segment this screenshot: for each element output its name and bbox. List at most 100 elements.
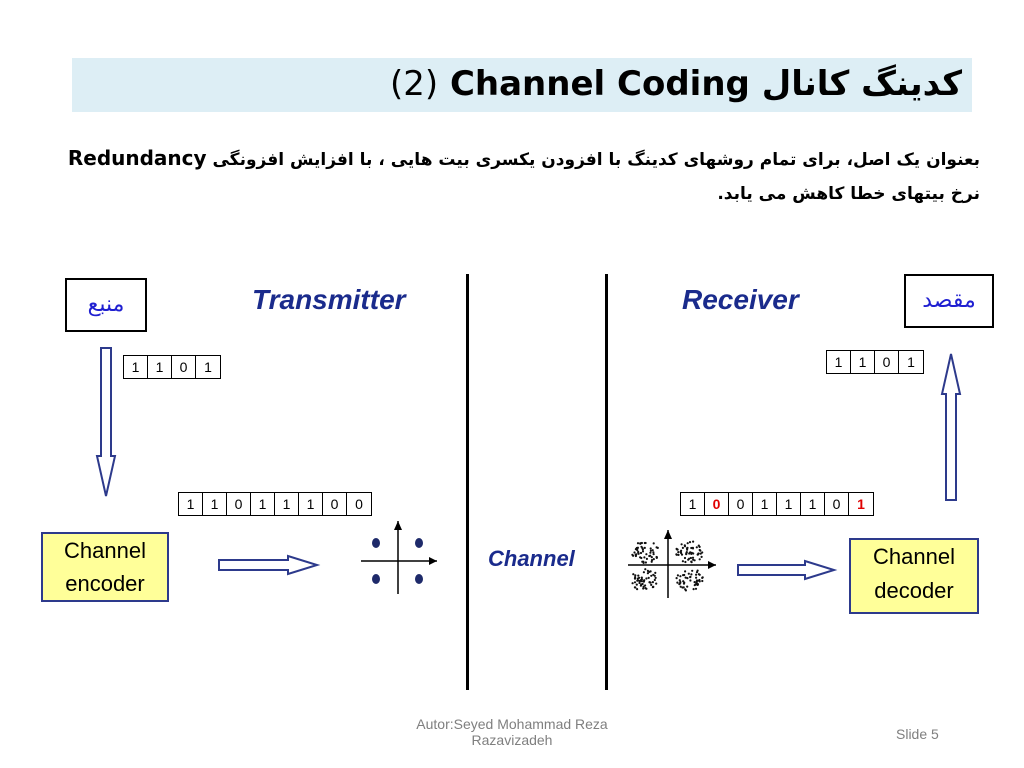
bit-cell: 1 bbox=[251, 493, 275, 515]
noise-point bbox=[655, 556, 658, 560]
noise-point bbox=[650, 556, 653, 559]
noise-point bbox=[647, 576, 650, 580]
title-persian: کدینگ کانال bbox=[761, 64, 962, 104]
noise-point bbox=[684, 570, 687, 573]
noise-point bbox=[681, 560, 685, 563]
noise-point bbox=[679, 550, 682, 554]
noise-point bbox=[693, 581, 696, 584]
noise-point bbox=[648, 554, 651, 558]
noise-point bbox=[698, 548, 701, 552]
noise-point bbox=[677, 553, 680, 557]
noise-point bbox=[682, 582, 686, 585]
noise-point bbox=[683, 545, 687, 548]
noise-point bbox=[642, 561, 645, 565]
noise-point bbox=[652, 558, 655, 561]
decoder-label-line-2: decoder bbox=[874, 578, 954, 603]
noise-point bbox=[644, 587, 647, 590]
source-box: منبع bbox=[65, 278, 147, 332]
bit-cell: 1 bbox=[203, 493, 227, 515]
transmitter-heading: Transmitter bbox=[252, 284, 406, 315]
title-number: (2) bbox=[389, 64, 439, 104]
noise-point bbox=[640, 556, 643, 560]
channel-right-boundary bbox=[605, 274, 608, 690]
noise-point bbox=[633, 551, 636, 554]
noise-point bbox=[687, 572, 690, 575]
bit-cell: 1 bbox=[681, 493, 705, 515]
noise-point bbox=[651, 585, 655, 589]
noise-point bbox=[676, 581, 679, 584]
noise-point bbox=[691, 569, 694, 572]
channel-heading: Channel bbox=[488, 546, 575, 571]
noise-point bbox=[695, 546, 698, 549]
noise-point bbox=[638, 581, 641, 585]
noise-point bbox=[684, 576, 687, 579]
noise-point bbox=[675, 577, 678, 580]
source-label: منبع bbox=[87, 292, 125, 317]
noise-point bbox=[679, 575, 682, 578]
noise-point bbox=[690, 560, 693, 563]
noise-point bbox=[692, 588, 695, 591]
noise-point bbox=[633, 577, 637, 580]
noise-point bbox=[681, 546, 685, 550]
noise-point bbox=[640, 541, 644, 545]
body-line-1: بعنوان یک اصل، برای تمام روشهای کدینگ با… bbox=[68, 146, 980, 170]
bit-cell: 0 bbox=[227, 493, 251, 515]
noise-point bbox=[643, 541, 646, 545]
noise-point bbox=[649, 551, 652, 554]
noise-point bbox=[636, 549, 639, 552]
bit-cell: 0 bbox=[323, 493, 347, 515]
encoder-label-line-1: Channel bbox=[64, 538, 146, 563]
noise-point bbox=[689, 579, 692, 582]
noise-point bbox=[650, 574, 653, 577]
received-constellation-icon bbox=[628, 530, 716, 598]
encoder-label-line-2: encoder bbox=[65, 571, 145, 596]
slide-title: (2) Channel Coding کدینگ کانال bbox=[390, 64, 962, 104]
slide-number: Slide 5 bbox=[896, 726, 939, 742]
noise-point bbox=[650, 560, 653, 563]
noise-point bbox=[643, 579, 646, 582]
noise-point bbox=[631, 582, 634, 585]
destination-label: مقصد bbox=[922, 288, 976, 313]
noise-point bbox=[694, 587, 698, 590]
noise-point bbox=[651, 549, 654, 552]
noise-point bbox=[654, 571, 657, 575]
noise-point bbox=[678, 583, 681, 586]
author-line-2: Razavizadeh bbox=[471, 732, 553, 748]
up-arrow-icon bbox=[940, 353, 962, 501]
noise-point bbox=[688, 552, 691, 555]
noise-point bbox=[653, 578, 656, 582]
bit-cell: 1 bbox=[299, 493, 323, 515]
bit-cell: 0 bbox=[347, 493, 371, 515]
noise-point bbox=[688, 541, 692, 544]
noise-point bbox=[682, 586, 685, 589]
right-arrow-icon bbox=[218, 554, 321, 576]
transmit-constellation-icon bbox=[361, 521, 437, 594]
bit-cell: 0 bbox=[172, 356, 196, 378]
noise-point bbox=[648, 581, 651, 584]
noise-point bbox=[680, 543, 683, 546]
noise-point bbox=[699, 552, 702, 555]
noise-point bbox=[652, 542, 655, 545]
noise-point bbox=[642, 571, 646, 574]
noise-point bbox=[686, 542, 689, 545]
noise-point bbox=[636, 542, 640, 545]
footer-author: Autor:Seyed Mohammad Reza Razavizadeh bbox=[380, 716, 644, 748]
noise-point bbox=[686, 546, 689, 550]
noise-point bbox=[701, 579, 704, 583]
noise-point bbox=[639, 542, 642, 545]
noise-point bbox=[688, 557, 691, 560]
title-bar bbox=[72, 58, 972, 112]
noise-point bbox=[633, 581, 637, 584]
noise-point bbox=[636, 588, 639, 591]
noise-point bbox=[683, 556, 687, 560]
noise-point bbox=[686, 577, 689, 580]
noise-point bbox=[643, 546, 646, 550]
body-line-1-persian: بعنوان یک اصل، برای تمام روشهای کدینگ با… bbox=[212, 150, 980, 170]
noise-point bbox=[693, 559, 696, 562]
noise-point bbox=[641, 550, 645, 553]
noise-point bbox=[675, 547, 678, 551]
down-arrow-icon bbox=[95, 347, 117, 497]
noise-point bbox=[684, 560, 687, 564]
